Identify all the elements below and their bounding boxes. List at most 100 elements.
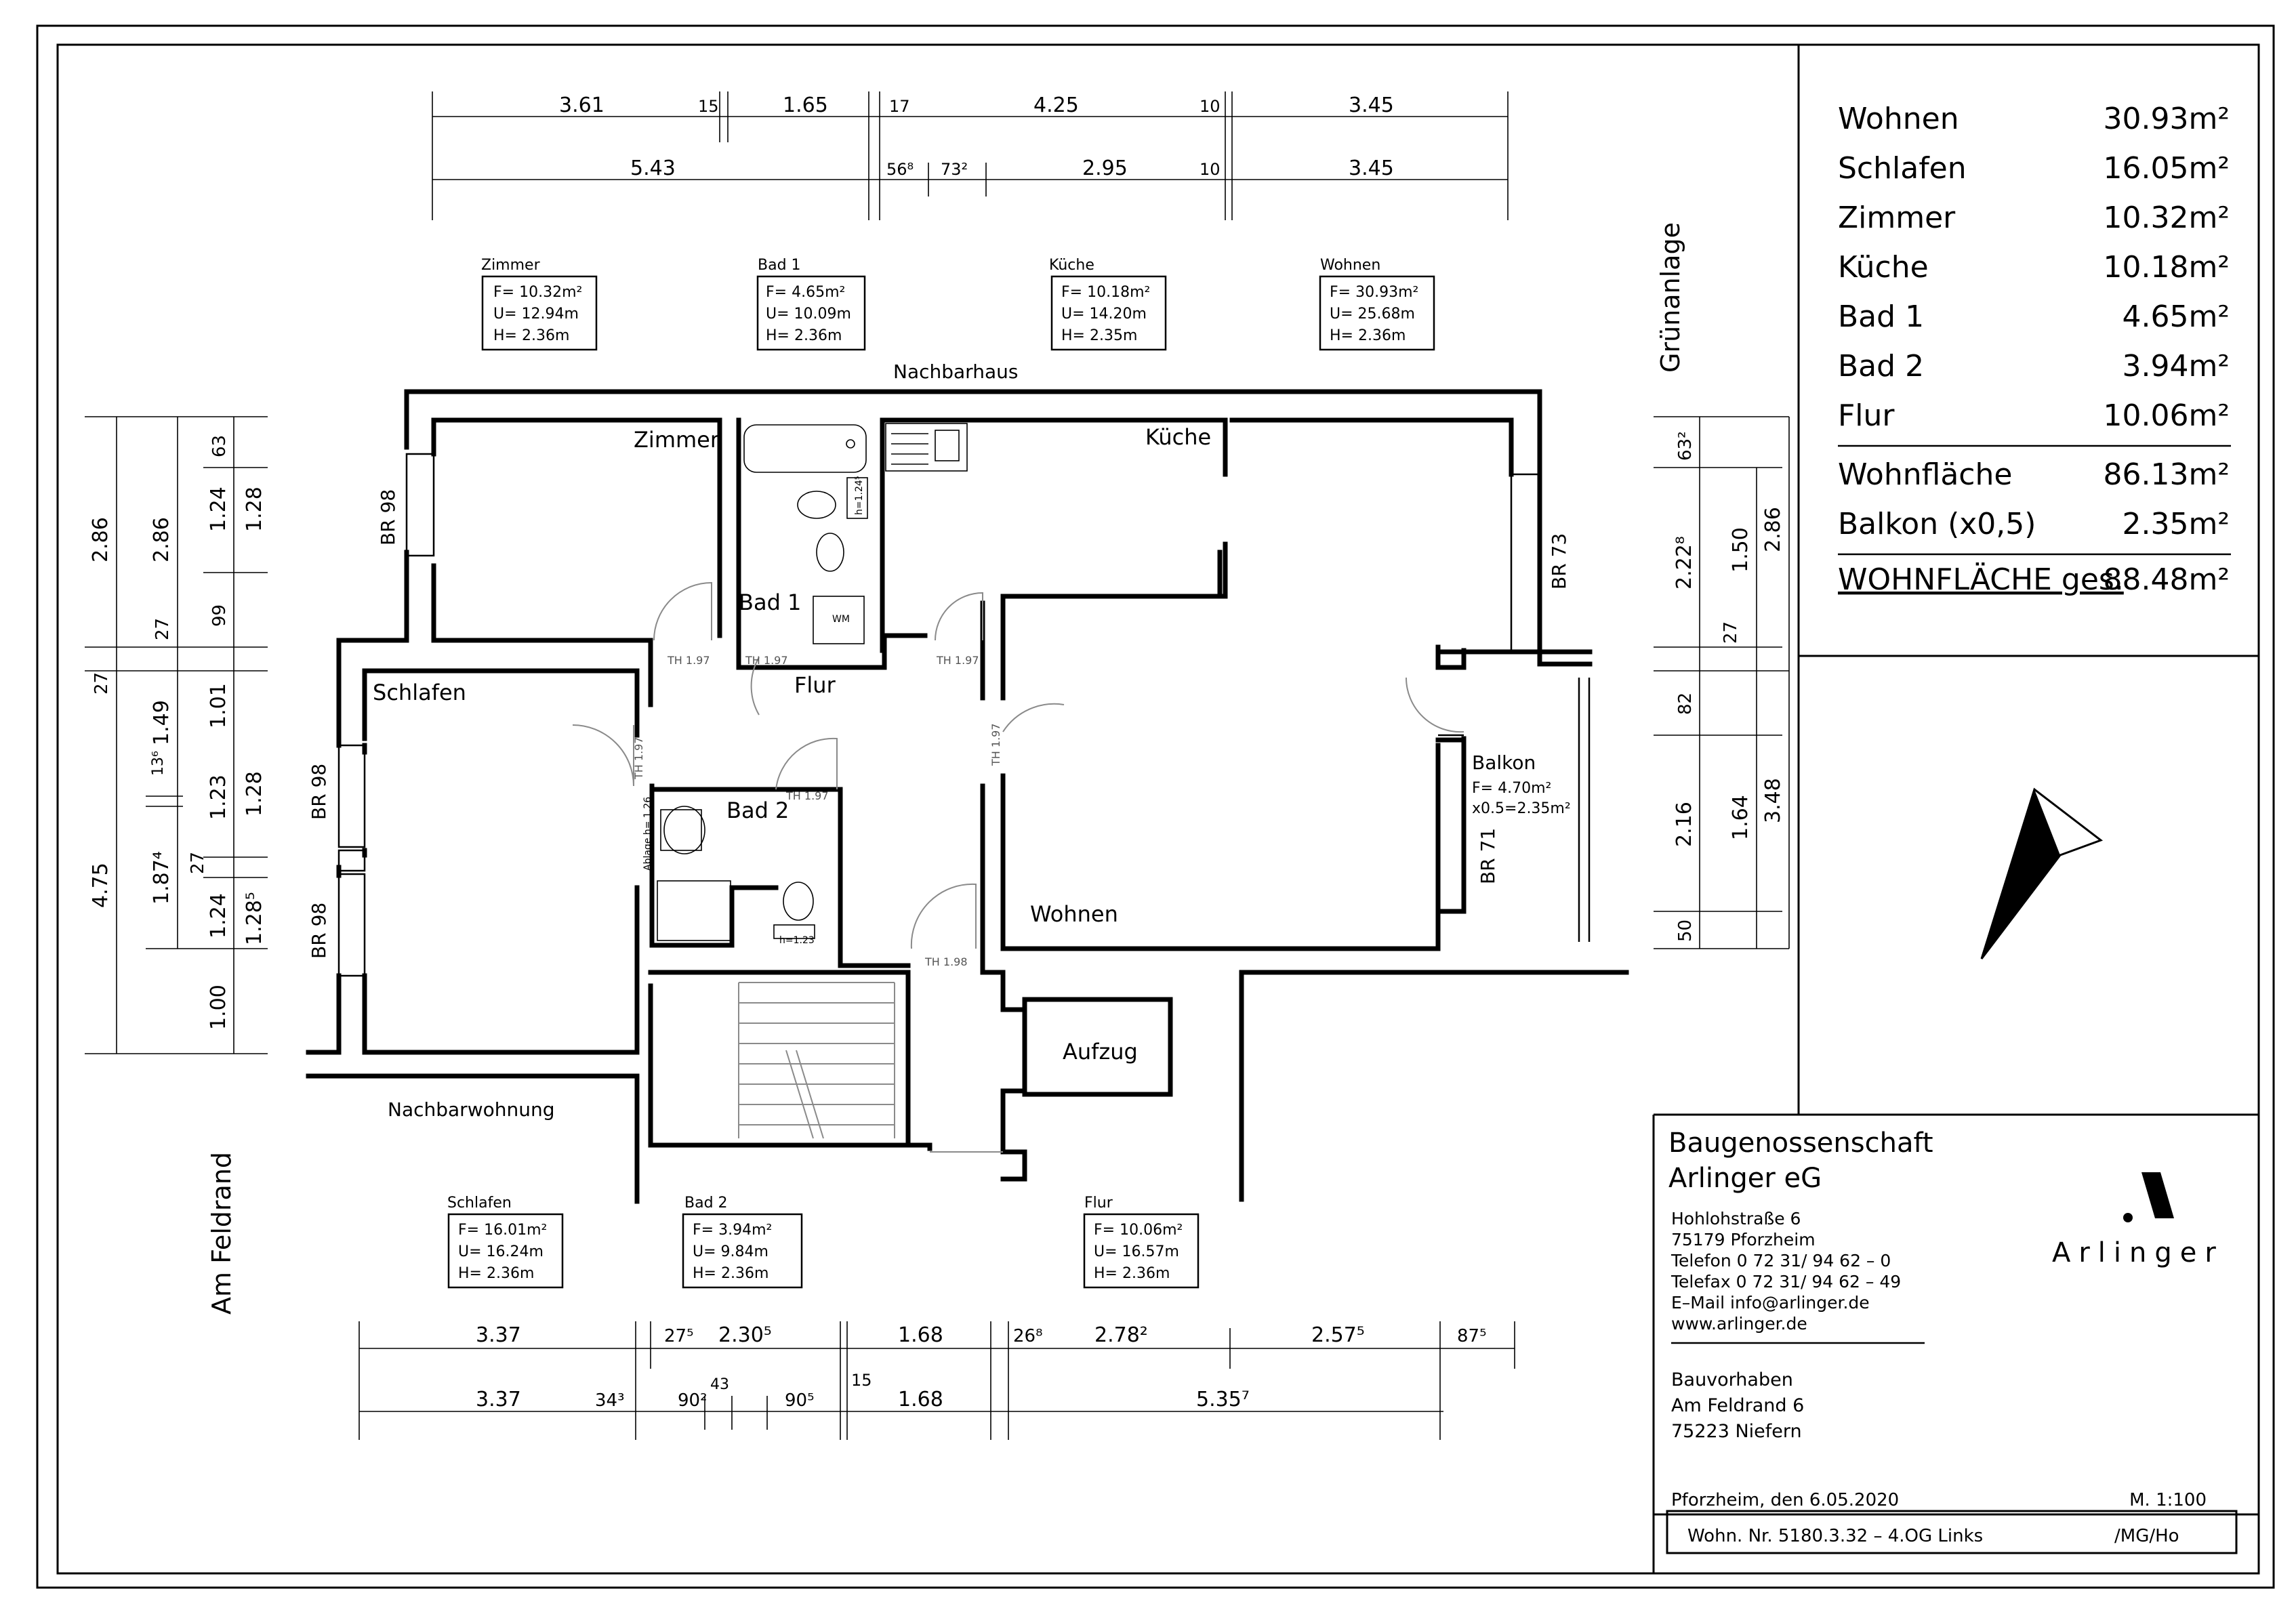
br98-top: BR 98 xyxy=(377,489,399,545)
shower-bad2 xyxy=(657,880,731,941)
dim-left: 1.28⁵ xyxy=(243,892,266,945)
dim-top: 73² xyxy=(941,160,968,179)
company-phone: Telefon 0 72 31/ 94 62 – 0 xyxy=(1670,1251,1891,1270)
windows xyxy=(337,453,1591,977)
fixture-labels: WM Ablage h= 1.26 h=1.24⁵ h=1.23 xyxy=(642,476,865,946)
company-name-1: Baugenossenschaft xyxy=(1668,1128,1933,1159)
dim-bottom: 27⁵ xyxy=(664,1326,694,1346)
dim-bottom: 2.57⁵ xyxy=(1311,1323,1365,1347)
dim-right: 1.50 xyxy=(1729,527,1752,573)
area-row-label: Flur xyxy=(1838,398,1895,433)
area-table: Wohnen 30.93m² Schlafen 16.05m² Zimmer 1… xyxy=(1838,102,2231,597)
logo-text: Arlinger xyxy=(2052,1237,2224,1268)
br71: BR 71 xyxy=(1477,828,1499,884)
project-city: 75223 Niefern xyxy=(1671,1421,1802,1442)
dim-bottom: 5.35⁷ xyxy=(1196,1388,1250,1411)
roombox-f: F= 10.32m² xyxy=(493,284,582,301)
label-nachbarhaus: Nachbarhaus xyxy=(893,360,1018,383)
staircase xyxy=(738,982,1003,1153)
dim-bottom: 3.37 xyxy=(476,1323,521,1347)
wohnflaeche-label: Wohnfläche xyxy=(1838,457,2012,492)
wall-labels: BR 98 BR 98 BR 98 BR 73 BR 71 xyxy=(308,489,1570,959)
roombox-h: H= 2.36m xyxy=(766,327,842,344)
roombox-f: F= 10.06m² xyxy=(1094,1222,1183,1239)
label-gruenanlage: Grünanlage xyxy=(1656,222,1685,373)
dim-top: 15 xyxy=(698,97,719,116)
dim-right: 50 xyxy=(1675,919,1696,942)
roombox-u: U= 16.24m xyxy=(458,1243,544,1260)
dim-bottom: 1.68 xyxy=(898,1388,943,1411)
dim-left: 1.23 xyxy=(207,774,230,820)
dim-top: 3.61 xyxy=(559,94,604,117)
room-label-kueche: Küche xyxy=(1145,424,1211,450)
dim-bottom: 2.30⁵ xyxy=(718,1323,772,1347)
total-value: 88.48m² xyxy=(2104,562,2230,597)
room-label-bad2: Bad 2 xyxy=(726,798,789,823)
dim-left: 1.24 xyxy=(207,893,230,938)
dim-left: 1.01 xyxy=(207,683,230,728)
area-row-label: Schlafen xyxy=(1838,151,1967,186)
total-label: WOHNFLÄCHE ges. xyxy=(1838,562,2124,597)
company-street: Hohlohstraße 6 xyxy=(1671,1209,1801,1228)
roombox-title: Zimmer xyxy=(481,257,541,274)
dim-left: 1.87⁴ xyxy=(150,851,173,905)
dimension-texts: 3.61 15 1.65 17 4.25 10 3.45 5.43 56⁸ 73… xyxy=(89,94,1785,1411)
th-label: TH 1.97 xyxy=(745,654,788,667)
footer-wohnung-nr: Wohn. Nr. 5180.3.32 – 4.OG Links xyxy=(1687,1526,1983,1546)
dim-right: 2.22⁸ xyxy=(1673,536,1696,590)
dimension-lines xyxy=(85,91,1790,1440)
company-web: www.arlinger.de xyxy=(1671,1314,1807,1334)
door-height-labels: TH 1.97 TH 1.97 TH 1.97 TH 1.97 TH 1.97 … xyxy=(632,654,1002,968)
balkon-weighted: x0.5=2.35m² xyxy=(1472,800,1571,817)
roombox-h: H= 2.36m xyxy=(693,1265,768,1282)
roombox-f: F= 10.18m² xyxy=(1061,284,1150,301)
dim-left: 2.86 xyxy=(150,517,173,562)
dim-top: 5.43 xyxy=(630,157,676,180)
company-name-2: Arlinger eG xyxy=(1668,1163,1822,1194)
area-row-label: Küche xyxy=(1838,250,1929,285)
balkon-area: F= 4.70m² xyxy=(1472,780,1551,797)
roombox-f: F= 4.65m² xyxy=(766,284,845,301)
company-email: E–Mail info@arlinger.de xyxy=(1671,1293,1870,1313)
area-row-value: 16.05m² xyxy=(2104,151,2230,186)
bathtub-bad1 xyxy=(743,424,867,473)
h123-label: h=1.23 xyxy=(779,935,815,946)
company-city: 75179 Pforzheim xyxy=(1671,1230,1816,1249)
dim-right: 2.16 xyxy=(1673,802,1696,847)
wohnung-nr-box xyxy=(1666,1510,2238,1554)
aufzug-shaft xyxy=(1022,997,1173,1097)
dim-left: 1.24 xyxy=(207,487,230,532)
roombox-frame xyxy=(682,1213,803,1289)
roombox-frame xyxy=(481,275,598,351)
dim-bottom: 3.37 xyxy=(476,1388,521,1411)
sink-bad1 xyxy=(816,533,844,572)
footer-scale: M. 1:100 xyxy=(2129,1490,2207,1510)
wohnflaeche-value: 86.13m² xyxy=(2104,457,2230,492)
dim-left: 4.75 xyxy=(89,863,112,908)
area-row-value: 4.65m² xyxy=(2123,299,2230,334)
roombox-frame xyxy=(1050,275,1167,351)
roombox-title: Wohnen xyxy=(1320,257,1380,274)
roombox-u: U= 14.20m xyxy=(1061,306,1147,323)
arlinger-logo: Arlinger xyxy=(2052,1172,2224,1268)
roombox-h: H= 2.36m xyxy=(1330,327,1406,344)
dim-left: 63 xyxy=(209,435,230,457)
footer-initials: /MG/Ho xyxy=(2114,1526,2179,1546)
project-street: Am Feldrand 6 xyxy=(1671,1395,1804,1416)
roombox-h: H= 2.36m xyxy=(1094,1265,1170,1282)
label-am-feldrand: Am Feldrand xyxy=(207,1152,237,1315)
th-label: TH 1.97 xyxy=(667,654,710,667)
roombox-h: H= 2.36m xyxy=(458,1265,534,1282)
room-label-zimmer: Zimmer xyxy=(634,427,720,453)
dim-top: 17 xyxy=(889,97,910,116)
th-label: TH 1.98 xyxy=(924,955,968,968)
footer-place-date: Pforzheim, den 6.05.2020 xyxy=(1671,1490,1899,1510)
dim-bottom: 15 xyxy=(851,1371,872,1390)
dim-right: 1.64 xyxy=(1729,795,1752,840)
company-fax: Telefax 0 72 31/ 94 62 – 49 xyxy=(1670,1272,1901,1291)
dim-left: 1.28 xyxy=(243,487,266,532)
dim-right: 27 xyxy=(1721,621,1741,644)
area-row-value: 10.32m² xyxy=(2104,201,2230,235)
roombox-title: Schlafen xyxy=(447,1195,512,1212)
